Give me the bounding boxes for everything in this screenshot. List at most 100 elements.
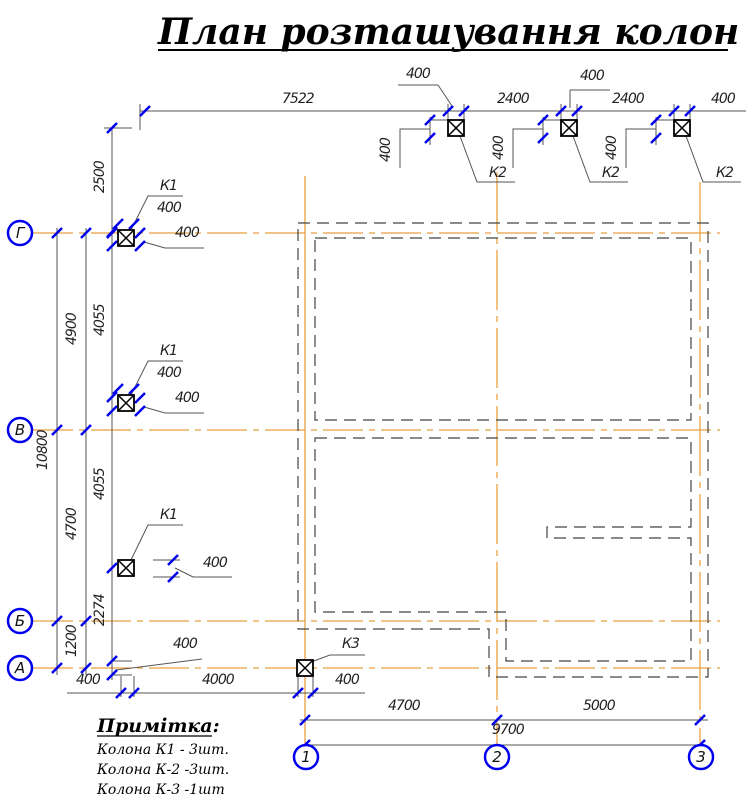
axis-label-1: 1: [301, 748, 311, 766]
dimension-labels: 7522 2400 2400 400 400 400 400 400 400 2…: [35, 66, 737, 738]
dimension-tick: [106, 562, 118, 574]
axis-marker-circle: [6, 654, 34, 682]
dimension-tick: [167, 571, 179, 583]
dim-4900: 4900: [64, 312, 80, 345]
dim-2274: 2274: [92, 594, 108, 626]
dim-9700: 9700: [492, 722, 525, 738]
dim-10800: 10800: [35, 429, 51, 470]
column-symbol: [673, 119, 691, 137]
column-mark-k2: К2: [602, 165, 620, 181]
room-upper: [314, 237, 692, 421]
dimension-tick: [51, 662, 63, 674]
dimension-tick: [106, 405, 118, 417]
outer-wall: [297, 222, 709, 678]
column-mark-k2: К2: [489, 165, 507, 181]
axis-marker-circle: [6, 416, 34, 444]
dim-400: 400: [378, 137, 394, 162]
column-symbol: [560, 119, 578, 137]
building-outline: [297, 222, 709, 678]
axis-label-b: Б: [15, 612, 25, 630]
dimension-tick: [106, 240, 118, 252]
room-lower: [314, 437, 692, 662]
dimension-tick: [537, 114, 549, 126]
dimension-tick: [51, 424, 63, 436]
dim-400: 400: [406, 66, 431, 82]
dim-5000: 5000: [583, 698, 616, 714]
dimension-tick: [51, 227, 63, 239]
dimension-tick: [537, 132, 549, 144]
dimension-tick: [106, 669, 118, 681]
dimension-tick: [299, 714, 311, 726]
axis-marker-circle: [6, 607, 34, 635]
dimension-tick: [134, 227, 146, 239]
axis-label-g: Г: [16, 224, 26, 242]
dimension-tick: [112, 383, 124, 395]
drawing-title: План розташування колон: [157, 11, 739, 53]
dim-2400: 2400: [497, 91, 530, 107]
dimension-tick: [442, 105, 454, 117]
column-mark-k3: К3: [342, 636, 359, 652]
dimension-tick: [112, 218, 124, 230]
dimension-tick: [650, 132, 662, 144]
dim-400: 400: [203, 555, 228, 571]
dim-400: 400: [157, 365, 182, 381]
dimension-tick: [128, 383, 140, 395]
dim-4700: 4700: [64, 507, 80, 540]
dimension-tick: [694, 714, 706, 726]
axis-label-2: 2: [492, 748, 502, 766]
axis-label-a: А: [14, 659, 25, 677]
note-heading: Примітка:: [96, 715, 220, 737]
dimension-tick: [128, 687, 140, 699]
dim-4055: 4055: [92, 303, 108, 336]
column-mark-k1: К1: [160, 343, 177, 359]
dim-400: 400: [157, 200, 182, 216]
dim-400: 400: [711, 91, 736, 107]
dim-400: 400: [335, 672, 360, 688]
axis-grid: [33, 172, 720, 745]
dimension-tick: [668, 105, 680, 117]
column-mark-k1: К1: [160, 507, 177, 523]
dim-2400: 2400: [612, 91, 645, 107]
dimension-tick: [167, 554, 179, 566]
axis-marker-circle: [292, 743, 320, 771]
dim-400: 400: [604, 135, 620, 160]
dimension-tick: [106, 226, 118, 238]
dimension-tick: [307, 687, 319, 699]
axis-label-v: В: [15, 421, 25, 439]
dimension-tick: [106, 655, 118, 667]
axis-marker-circle: [483, 743, 511, 771]
dimension-tick: [80, 424, 92, 436]
dim-400: 400: [175, 390, 200, 406]
dimension-tick: [292, 687, 304, 699]
dim-7522: 7522: [282, 91, 315, 107]
column-mark-k2: К2: [716, 165, 734, 181]
axis-marker-circle: [6, 219, 34, 247]
dimension-tick: [80, 227, 92, 239]
axis-label-3: 3: [696, 748, 706, 766]
note-line: Колона К-2 -3шт.: [96, 762, 229, 778]
column-symbol: [117, 559, 135, 577]
dim-4000: 4000: [202, 672, 235, 688]
note-block: Примітка: Колона К1 - 3шт. Колона К-2 -3…: [96, 715, 229, 798]
dim-400: 400: [175, 225, 200, 241]
column-symbol: [296, 659, 314, 677]
dimension-ticks: [51, 105, 706, 751]
dimension-tick: [684, 105, 696, 117]
column-marks: К1 К1 К1 К2 К2 К2 К3: [160, 165, 735, 652]
dimension-tick: [134, 392, 146, 404]
axis-markers: Г В Б А 1 2 3: [6, 219, 715, 771]
column-symbol: [117, 394, 135, 412]
dimension-tick: [555, 105, 567, 117]
dimension-tick: [458, 105, 470, 117]
dimension-tick: [128, 218, 140, 230]
dimension-tick: [650, 114, 662, 126]
dimension-tick: [106, 391, 118, 403]
dimension-tick: [139, 105, 151, 117]
dim-400: 400: [76, 672, 101, 688]
axis-marker-circle: [687, 743, 715, 771]
columns: [117, 119, 691, 677]
dimension-tick: [424, 114, 436, 126]
dimension-tick: [80, 662, 92, 674]
dimension-tick: [134, 405, 146, 417]
